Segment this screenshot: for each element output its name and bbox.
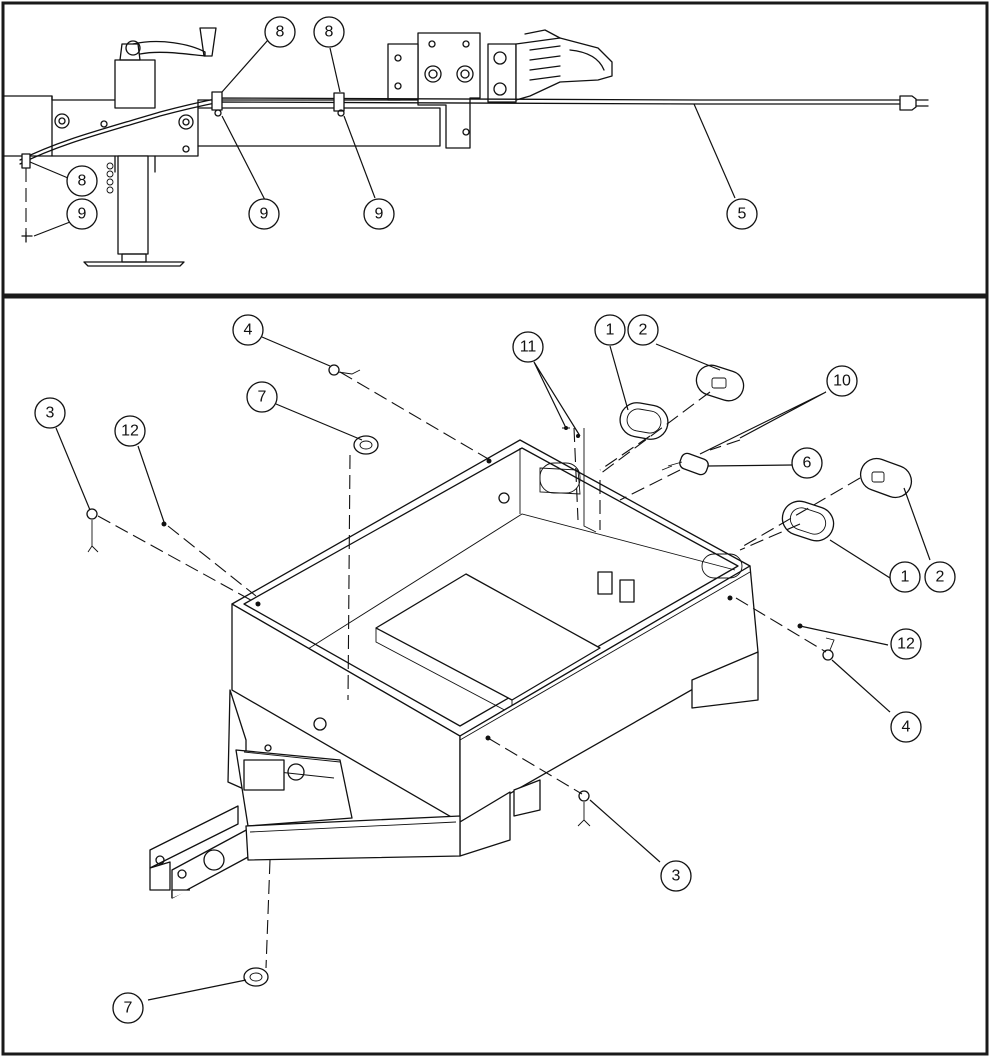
svg-text:11: 11 [520,339,537,356]
main-panel-frame [1,295,989,1056]
tongue-frame [2,95,441,157]
callout-2-a: 2 [627,314,659,346]
main-view-drawing [86,364,913,987]
leader-lines [29,39,931,1001]
svg-text:4: 4 [902,719,911,736]
callout-1-a: 1 [594,314,626,346]
callout-10: 10 [826,365,858,397]
svg-text:2: 2 [639,322,648,339]
callout-6: 6 [791,447,823,479]
svg-text:7: 7 [124,1000,133,1017]
callout-8-top-a: 8 [264,16,296,48]
callout-4-a: 4 [232,314,264,346]
callout-9-top-b: 9 [248,198,280,230]
callout-8-top-c: 8 [66,165,98,197]
coupler-assembly [387,29,613,149]
svg-text:8: 8 [325,24,334,41]
trailer-box [231,439,759,823]
callout-1-b: 1 [889,561,921,593]
svg-text:9: 9 [260,206,269,223]
top-view-drawing [2,27,929,267]
top-panel-frame [1,1,989,297]
svg-text:8: 8 [78,173,87,190]
svg-text:7: 7 [258,389,267,406]
callout-8-top-b: 8 [313,16,345,48]
svg-text:1: 1 [901,569,910,586]
callout-11: 11 [512,331,544,363]
svg-text:4: 4 [244,322,253,339]
svg-text:5: 5 [738,206,747,223]
callout-7-a: 7 [246,381,278,413]
svg-text:3: 3 [672,868,681,885]
callout-7-b: 7 [112,992,144,1024]
svg-text:9: 9 [78,206,87,223]
assembly-lines [97,371,861,969]
svg-text:9: 9 [375,206,384,223]
svg-text:2: 2 [936,569,945,586]
tongue-jack [83,27,217,267]
svg-text:3: 3 [46,405,55,422]
callout-12-b: 12 [890,628,922,660]
svg-text:1: 1 [606,322,615,339]
undercarriage-frame [149,651,759,899]
callout-9-top-a: 9 [66,198,98,230]
callout-3-a: 3 [34,397,66,429]
wiring-harness-top [19,91,929,243]
callout-4-b: 4 [890,711,922,743]
callout-3-b: 3 [660,860,692,892]
svg-text:12: 12 [121,423,139,440]
svg-text:6: 6 [803,455,812,472]
callouts: 8 8 8 9 9 9 5 4 7 3 12 11 1 2 10 6 1 2 1… [34,16,956,1024]
svg-text:12: 12 [897,636,915,653]
callout-5-top: 5 [726,198,758,230]
svg-text:10: 10 [833,373,851,390]
svg-text:8: 8 [276,24,285,41]
callout-2-b: 2 [924,561,956,593]
callout-9-top-c: 9 [363,198,395,230]
callout-12-a: 12 [114,415,146,447]
